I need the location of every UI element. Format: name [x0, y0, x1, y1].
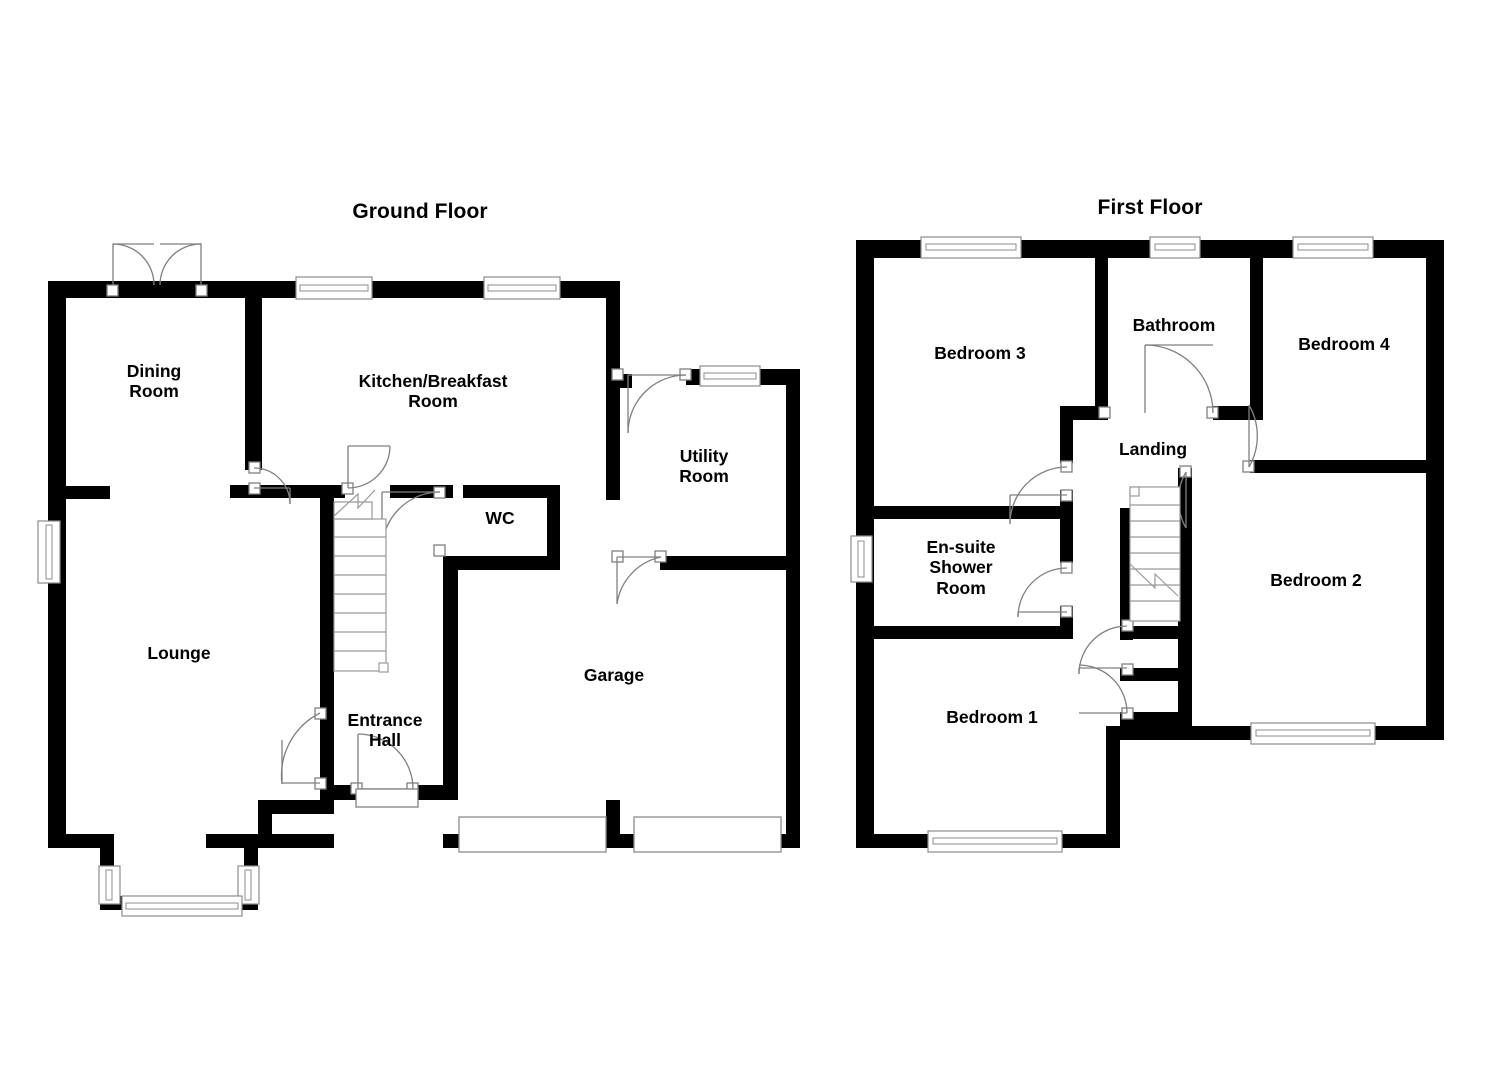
wall-stairwell-south-lower	[1120, 668, 1192, 681]
ground-floor-doors	[106, 243, 692, 808]
door-landing-to-bedroom1	[1078, 619, 1134, 720]
garage-door-left	[458, 816, 607, 853]
wall-bed3-south	[874, 506, 1073, 519]
room-label-en-suite: En-suite Shower Room	[926, 537, 996, 598]
door-utility-to-garage	[611, 550, 667, 605]
room-label-utility-room: Utility Room	[679, 446, 729, 487]
door-landing-to-bathroom	[1098, 344, 1219, 419]
wall-hall-south-connector	[258, 800, 334, 814]
wall-east-outer	[786, 369, 800, 848]
wall-lounge-bay-right-shoulder	[206, 834, 272, 848]
door-kitchen-to-hall	[341, 445, 391, 495]
window-bedroom2-south	[1250, 722, 1376, 745]
room-label-bathroom: Bathroom	[1132, 315, 1216, 335]
window-lounge-west	[37, 520, 61, 584]
first-floor-windows	[850, 236, 1376, 853]
wall-ensuite-south	[874, 626, 1073, 639]
garage-doors	[458, 816, 782, 853]
wall-lounge-south-step	[258, 834, 334, 848]
wall-garage-door-mullion	[606, 800, 620, 848]
door-dining-to-kitchen	[248, 461, 291, 505]
wall-wc-south	[447, 556, 560, 570]
door-dining-french-left	[106, 243, 155, 297]
room-label-bedroom-2: Bedroom 2	[1270, 570, 1362, 590]
wall-wc-east	[547, 485, 560, 560]
room-label-wc: WC	[485, 508, 515, 528]
window-lounge-bay-south	[121, 895, 243, 917]
wall-kitchen-west	[245, 281, 262, 470]
window-bathroom-north	[1149, 236, 1201, 259]
room-label-lounge: Lounge	[147, 643, 211, 663]
wall-utility-south	[660, 556, 800, 570]
door-front-entrance	[350, 733, 419, 808]
wall-ff-step-vertical	[1106, 726, 1120, 848]
wall-wc-north-right	[463, 485, 560, 498]
wall-hall-south-right	[412, 785, 458, 800]
room-label-bedroom-3: Bedroom 3	[934, 343, 1026, 363]
wall-kitchen-east	[606, 281, 620, 388]
wall-bathroom-bed4	[1250, 258, 1263, 420]
window-utility-north	[699, 365, 761, 387]
room-label-entrance-hall: Entrance Hall	[347, 710, 423, 751]
window-ensuite-west	[850, 535, 873, 583]
wall-utility-west	[606, 388, 620, 500]
wall-ff-east-outer	[1426, 240, 1444, 740]
wall-bed1-east-head	[1120, 712, 1192, 726]
door-kitchen-to-utility	[611, 368, 692, 434]
wall-garage-west	[443, 556, 458, 800]
wall-stairwell-south	[1120, 626, 1192, 639]
wall-lounge-bay-left-shoulder	[48, 834, 114, 848]
room-label-bedroom-1: Bedroom 1	[946, 707, 1038, 727]
ground-floor-windows	[37, 276, 761, 917]
window-bedroom4-north	[1292, 236, 1374, 259]
first-floor-doors	[1009, 344, 1258, 720]
window-lounge-bay-east	[237, 865, 260, 905]
first-floor-title: First Floor	[1097, 196, 1203, 219]
wall-bed3-east-upper	[1060, 406, 1073, 463]
ground-floor-plan	[37, 243, 800, 917]
door-landing-to-bedroom4	[1242, 404, 1258, 473]
window-bedroom3-north	[920, 236, 1022, 259]
wall-stairwell-east	[1178, 468, 1192, 734]
window-kitchen-north-right	[483, 276, 561, 300]
first-floor-plan	[850, 236, 1444, 853]
room-label-dining-room: Dining Room	[126, 361, 182, 402]
room-label-bedroom-4: Bedroom 4	[1298, 334, 1390, 354]
stairs-ground-up	[333, 489, 389, 673]
window-kitchen-north-left	[295, 276, 373, 300]
wall-dining-north	[48, 281, 245, 298]
door-lounge-to-hall	[280, 707, 327, 790]
wall-hall-south-left	[320, 785, 357, 800]
wall-dining-east-stub	[66, 486, 110, 499]
door-bedroom1-to-ensuite	[1017, 561, 1073, 618]
door-landing-to-bedroom3	[1009, 460, 1073, 525]
stairs-first-down	[1129, 486, 1181, 622]
wall-bed3-bathroom	[1095, 258, 1108, 420]
room-label-landing: Landing	[1118, 439, 1188, 459]
wall-bathroom-south-right	[1213, 406, 1263, 420]
ground-floor-title: Ground Floor	[352, 200, 488, 223]
room-label-kitchen: Kitchen/Breakfast Room	[358, 371, 508, 412]
door-dining-french-right	[159, 243, 208, 297]
window-bedroom1-south	[927, 830, 1063, 853]
window-lounge-bay-west	[98, 865, 121, 905]
wall-ensuite-east-upper	[1060, 519, 1073, 563]
wall-bed4-south	[1250, 460, 1444, 473]
room-label-garage: Garage	[583, 665, 645, 685]
garage-door-right	[633, 816, 782, 853]
